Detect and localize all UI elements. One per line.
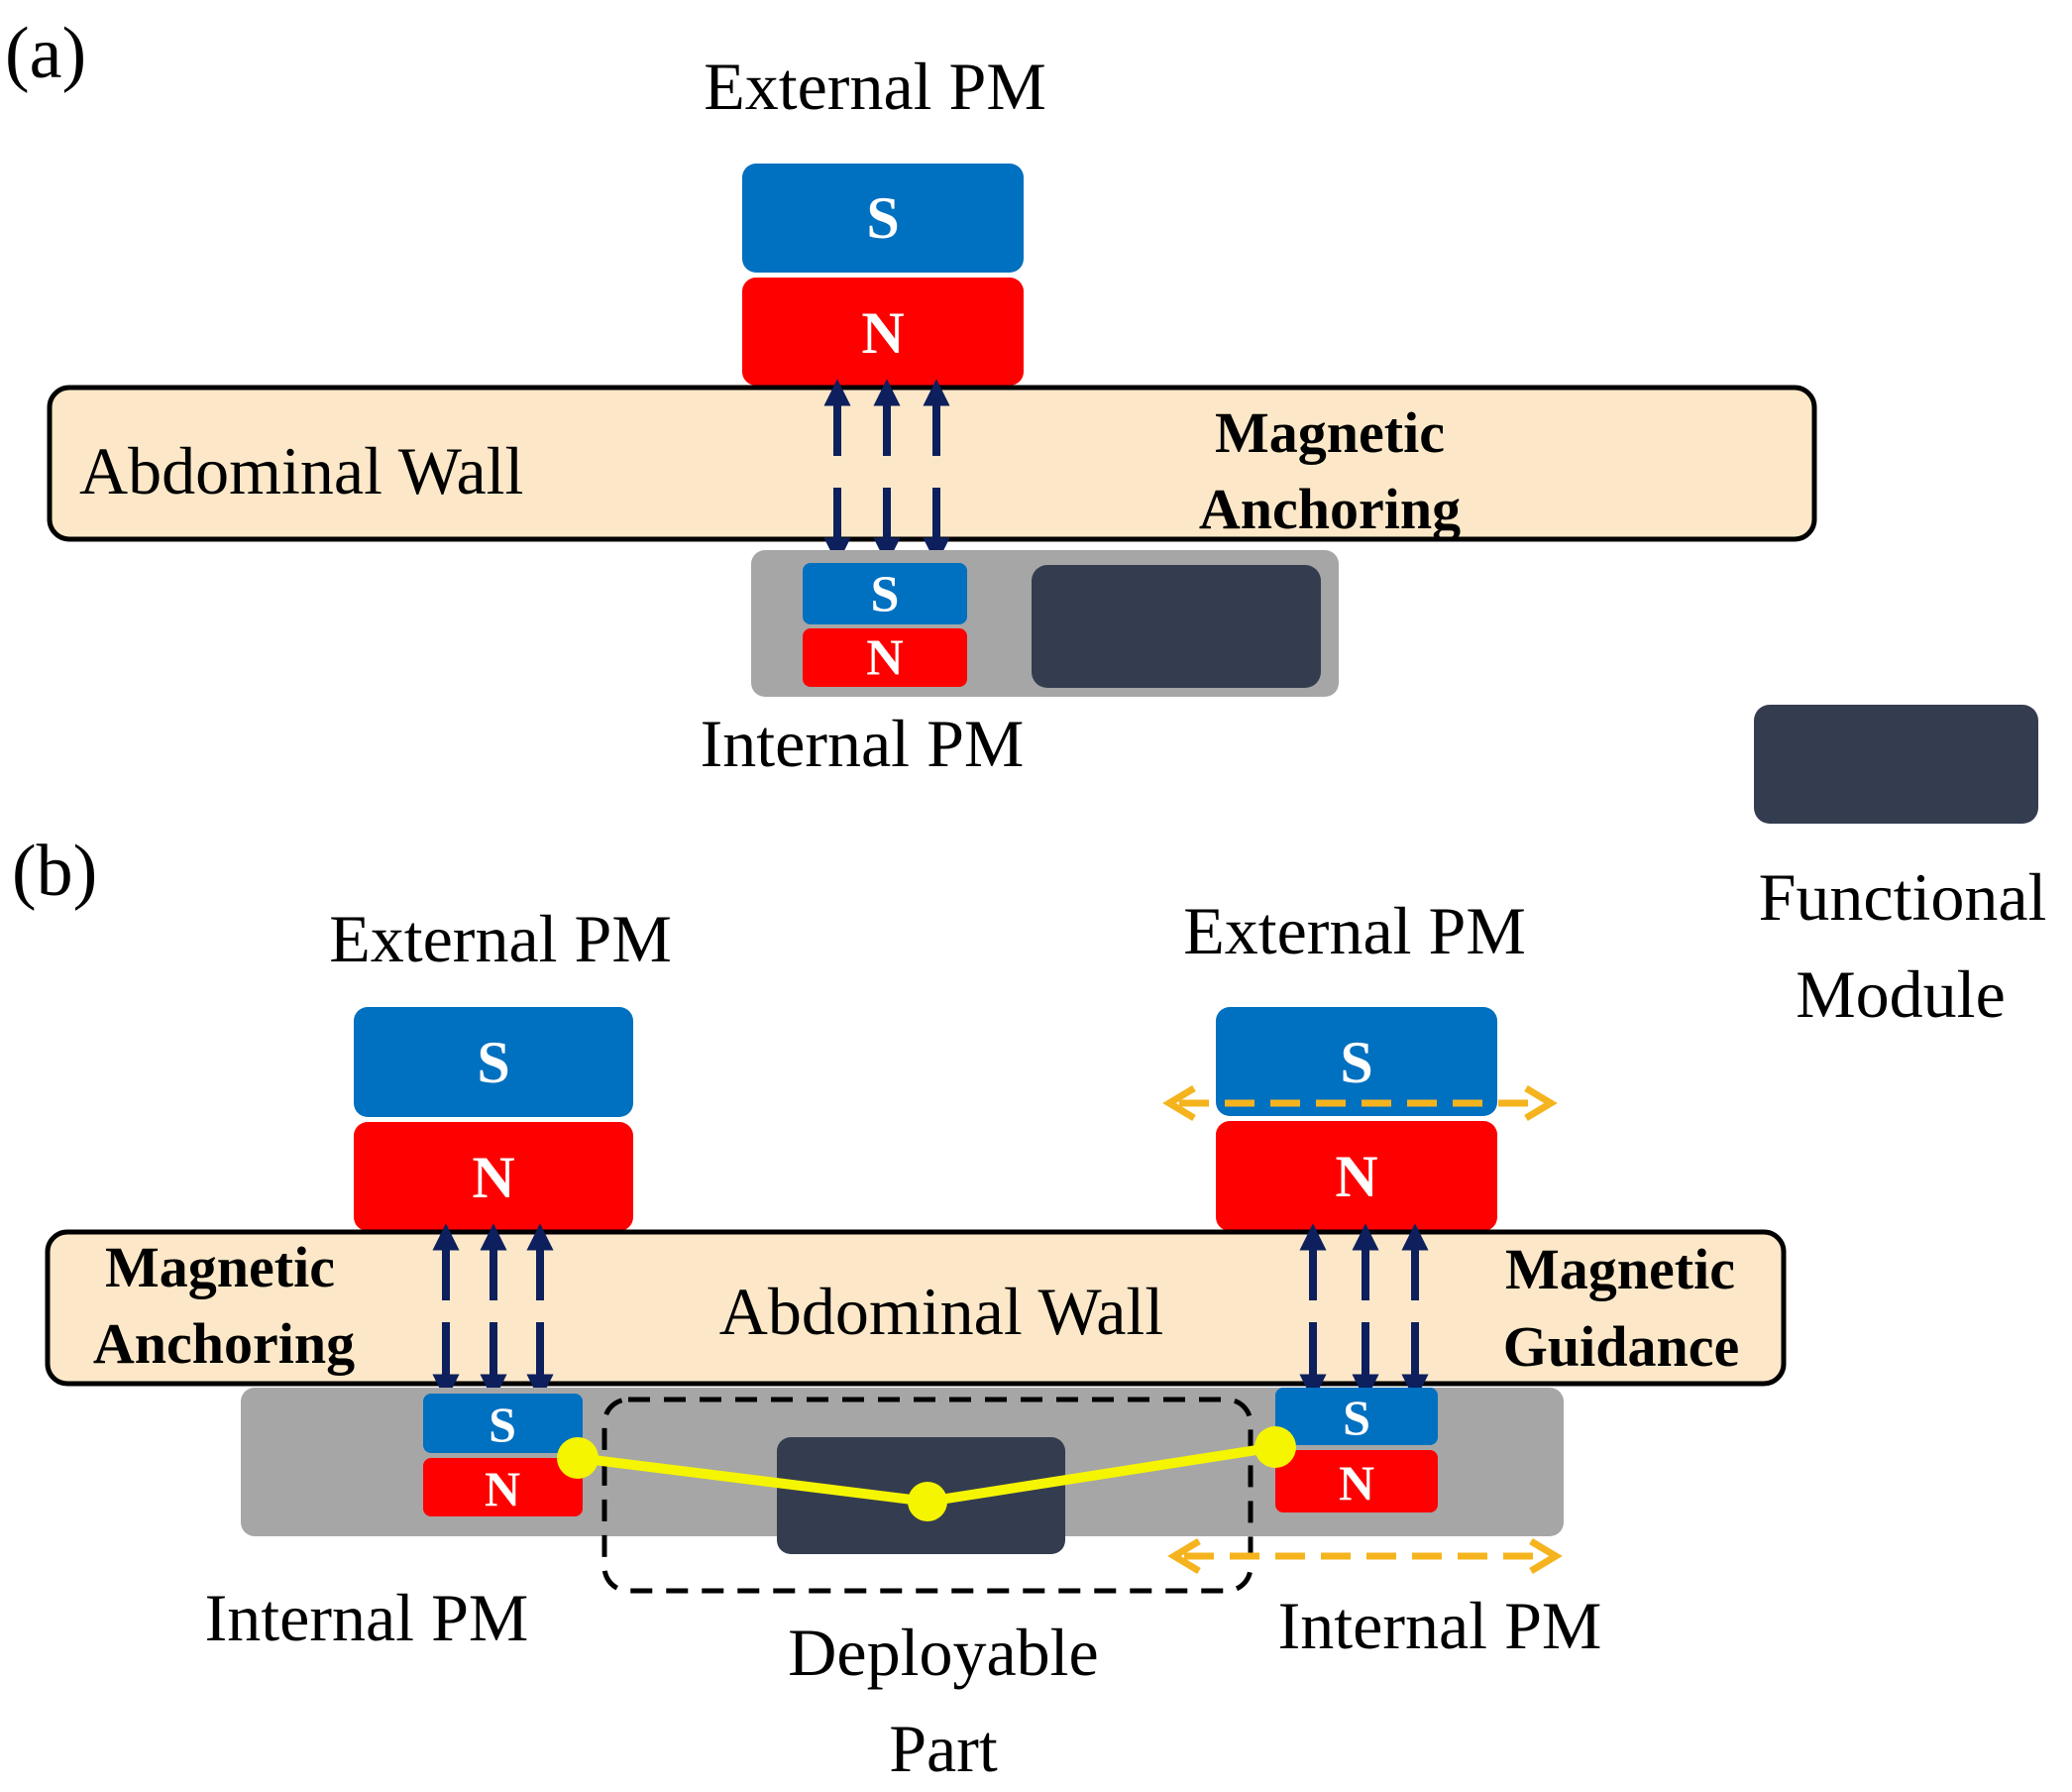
external-magnet-south-pole bbox=[1216, 1007, 1497, 1116]
panel-a-label: (a) bbox=[5, 13, 86, 94]
internal-magnet-south-label: S bbox=[489, 1397, 516, 1452]
internal-magnet-south-label: S bbox=[871, 567, 900, 623]
panel-b-right-internal-pm-label: Internal PM bbox=[1278, 1588, 1602, 1663]
deployable-part-label-line1: Deployable bbox=[788, 1615, 1098, 1690]
internal-magnet-south-pole bbox=[1275, 1388, 1438, 1445]
internal-magnet-north-label: N bbox=[485, 1461, 520, 1516]
panel-b-left-external-pm-label: External PM bbox=[329, 901, 672, 976]
motion-arrow-head-left bbox=[1162, 1084, 1196, 1122]
external-magnet-north-pole bbox=[1216, 1121, 1497, 1231]
deployable-linkage bbox=[557, 1426, 1296, 1521]
panel-a: (a) External PM S N Abdominal Wall Magne… bbox=[5, 13, 1817, 781]
deployable-part-outline bbox=[601, 1397, 1254, 1594]
legend-label-line2: Module bbox=[1796, 956, 2006, 1032]
panel-b-left-internal-magnet: S N bbox=[423, 1394, 583, 1516]
internal-magnet-south-pole bbox=[423, 1394, 583, 1453]
panel-b-left-internal-pm-label: Internal PM bbox=[205, 1580, 529, 1655]
internal-magnet-south-pole bbox=[803, 563, 967, 624]
panel-a-mode-label-line1: Magnetic bbox=[1215, 400, 1445, 465]
panel-b-left-mode-label-line2: Anchoring bbox=[93, 1311, 355, 1376]
external-magnet-north-pole bbox=[742, 278, 1024, 386]
panel-a-field-arrows bbox=[823, 379, 950, 565]
panel-b: (b) External PM External PM S N S N Abdo… bbox=[12, 831, 1787, 1786]
panel-b-external-motion-arrow bbox=[1162, 1084, 1558, 1122]
panel-b-right-mode-label-line2: Guidance bbox=[1503, 1314, 1740, 1379]
panel-b-right-external-magnet: S N bbox=[1216, 1007, 1497, 1231]
linkage-joint-right bbox=[1254, 1426, 1296, 1468]
panel-b-right-mode-label-line1: Magnetic bbox=[1505, 1237, 1735, 1301]
panel-b-label: (b) bbox=[12, 831, 97, 912]
internal-magnet-south-label: S bbox=[1343, 1390, 1370, 1445]
internal-magnet-north-pole bbox=[1275, 1450, 1438, 1512]
panel-b-abdominal-wall bbox=[45, 1229, 1787, 1387]
external-magnet-south-pole bbox=[354, 1007, 633, 1117]
external-magnet-north-label: N bbox=[472, 1145, 514, 1210]
motion-arrow-head-left bbox=[1167, 1537, 1201, 1575]
panel-a-functional-module bbox=[1032, 565, 1321, 688]
internal-magnet-north-label: N bbox=[866, 630, 904, 687]
panel-b-right-external-pm-label: External PM bbox=[1183, 893, 1526, 968]
motion-arrow-head-right bbox=[1524, 1084, 1558, 1122]
external-magnet-north-label: N bbox=[861, 300, 904, 366]
panel-b-left-mode-label-line1: Magnetic bbox=[105, 1235, 335, 1299]
external-magnet-north-pole bbox=[354, 1122, 633, 1231]
panel-b-right-internal-magnet: S N bbox=[1275, 1388, 1438, 1512]
panel-a-abdominal-wall-label: Abdominal Wall bbox=[79, 433, 523, 508]
motion-arrow-head-right bbox=[1529, 1537, 1563, 1575]
panel-a-mode-label-line2: Anchoring bbox=[1199, 477, 1461, 541]
internal-magnet-north-pole bbox=[803, 628, 967, 687]
deployable-part-label-line2: Part bbox=[889, 1711, 998, 1786]
panel-a-internal-pm-label: Internal PM bbox=[701, 706, 1025, 781]
panel-a-internal-magnet: S N bbox=[803, 563, 967, 687]
legend-label-line1: Functional bbox=[1759, 859, 2047, 935]
panel-a-external-magnet: S N bbox=[742, 164, 1024, 386]
panel-b-right-field-arrows bbox=[1299, 1223, 1429, 1401]
panel-b-left-external-magnet: S N bbox=[354, 1007, 633, 1231]
panel-a-external-pm-label: External PM bbox=[704, 49, 1046, 124]
internal-magnet-north-label: N bbox=[1339, 1455, 1374, 1511]
external-magnet-south-label: S bbox=[1340, 1030, 1372, 1095]
internal-magnet-north-pole bbox=[423, 1458, 583, 1516]
external-magnet-south-pole bbox=[742, 164, 1024, 273]
external-magnet-south-label: S bbox=[477, 1030, 509, 1095]
panel-b-internal-motion-arrow bbox=[1167, 1537, 1563, 1575]
external-magnet-south-label: S bbox=[866, 185, 899, 251]
external-magnet-north-label: N bbox=[1335, 1144, 1377, 1209]
panel-b-left-field-arrows bbox=[432, 1223, 554, 1401]
legend-functional-module-swatch bbox=[1754, 705, 2038, 824]
legend: Functional Module bbox=[1754, 705, 2046, 1032]
linkage-joint-left bbox=[557, 1437, 599, 1479]
linkage-joint-center bbox=[908, 1482, 947, 1521]
panel-b-abdominal-wall-label: Abdominal Wall bbox=[719, 1274, 1163, 1349]
